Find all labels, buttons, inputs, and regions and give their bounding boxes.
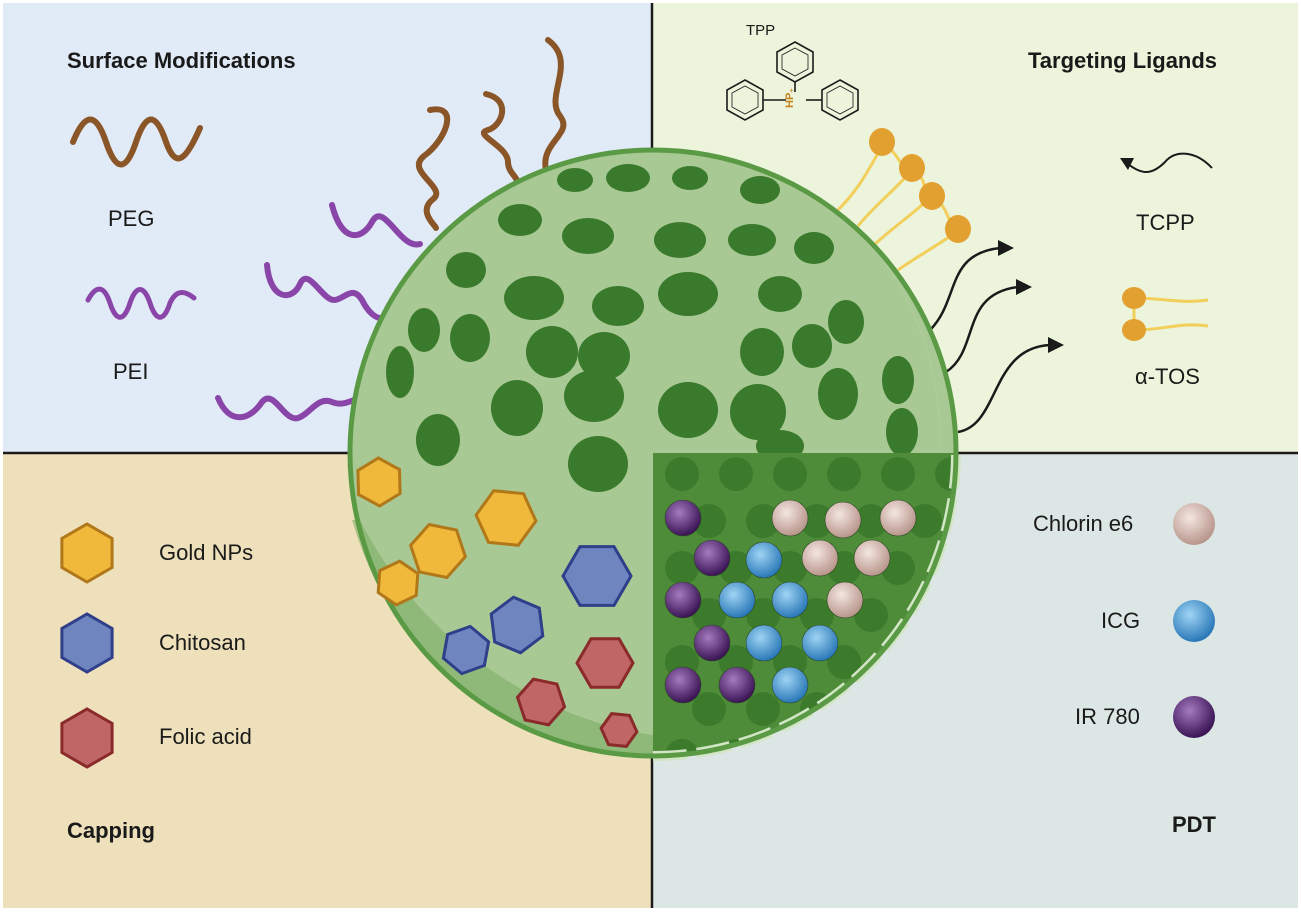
pei-label: PEI: [113, 359, 149, 384]
sphere-pores: [386, 164, 918, 492]
targeting-arrows: [929, 152, 1213, 434]
capping-title: Capping: [67, 818, 155, 843]
lipid-heads: [869, 128, 971, 243]
chlorin-e6-icon: [1173, 503, 1215, 545]
chlorin-e6-label: Chlorin e6: [1033, 511, 1134, 536]
pei-chains: [215, 202, 423, 422]
tpp-charge-label: HP: [784, 93, 796, 108]
tpp-structure-icon: [726, 41, 859, 121]
tpp-label: TPP: [746, 22, 776, 39]
icg-label: ICG: [1101, 608, 1141, 633]
pdt-title: PDT: [1172, 812, 1216, 837]
alpha-tos-icon: [1122, 287, 1209, 341]
targeting-ligands-title: Targeting Ligands: [1028, 48, 1218, 73]
tpp-charge-sign: +: [789, 86, 794, 95]
sphere-outline: [347, 147, 959, 759]
capping-legend-icons: [60, 522, 114, 769]
ir-780-icon: [1173, 696, 1215, 738]
ir-780-label: IR 780: [1075, 704, 1140, 729]
chitosan-label: Chitosan: [159, 630, 246, 655]
icg-icon: [1173, 600, 1215, 642]
peg-label: PEG: [108, 206, 155, 231]
gold-nps-label: Gold NPs: [159, 540, 254, 565]
folic-acid-label: Folic acid: [159, 724, 252, 749]
peg-legend-chain: [70, 116, 203, 168]
loaded-dye-molecules: [664, 499, 917, 704]
peg-chains: [415, 37, 567, 231]
pei-legend-chain: [85, 286, 197, 320]
arrow-heads: [998, 158, 1134, 353]
tcpp-label: TCPP: [1136, 210, 1195, 235]
capping-agents-on-sphere: [356, 456, 639, 748]
alpha-tos-label: α-TOS: [1135, 364, 1200, 389]
surface-modifications-title: Surface Modifications: [67, 48, 296, 73]
